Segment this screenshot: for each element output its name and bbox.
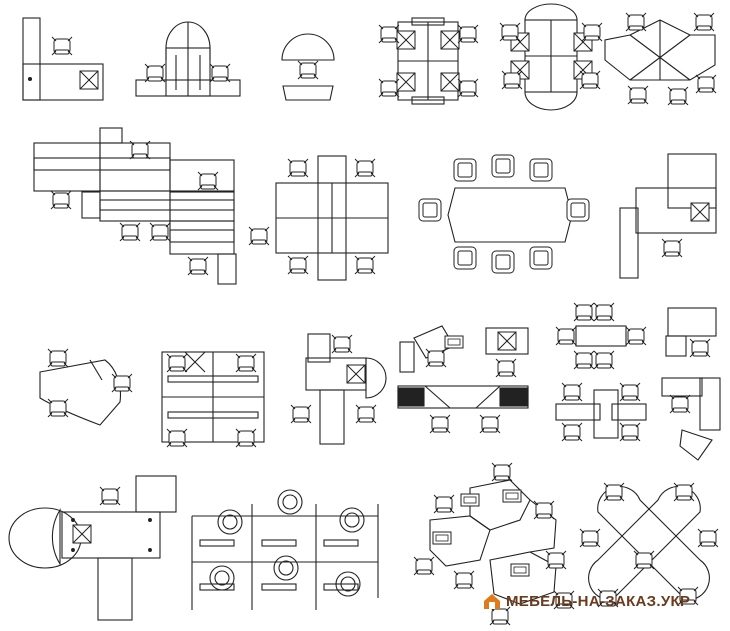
round-desk-chair: [281, 33, 335, 101]
l-desk-workstation: [22, 17, 104, 101]
watermark: МЕБЕЛЬ-НА-ЗАКАЗ.УКР: [482, 592, 690, 610]
six-desk-quad: [275, 155, 389, 281]
panel-cubicles: [191, 489, 379, 610]
conference-table: [418, 154, 590, 274]
mixed-desks: [397, 325, 529, 434]
watermark-text: МЕБЕЛЬ-НА-ЗАКАЗ.УКР: [506, 592, 691, 610]
l-corner-desk: [661, 307, 721, 461]
four-pod-rounded: [499, 3, 603, 111]
star-cluster: [413, 462, 575, 626]
hex-cluster: [604, 12, 717, 106]
small-meeting: [555, 302, 647, 442]
long-bench-rows: [33, 127, 270, 285]
house-logo-icon: [484, 594, 500, 609]
four-pod-cross: [378, 17, 479, 105]
round-end-desk: [8, 475, 177, 621]
cubicle-quad: [161, 351, 265, 448]
curved-desk: [39, 348, 133, 426]
arched-reception-pair: [135, 21, 241, 97]
corner-desk: [619, 153, 717, 279]
reception-arc: [290, 333, 387, 445]
x-cluster: [579, 482, 719, 608]
